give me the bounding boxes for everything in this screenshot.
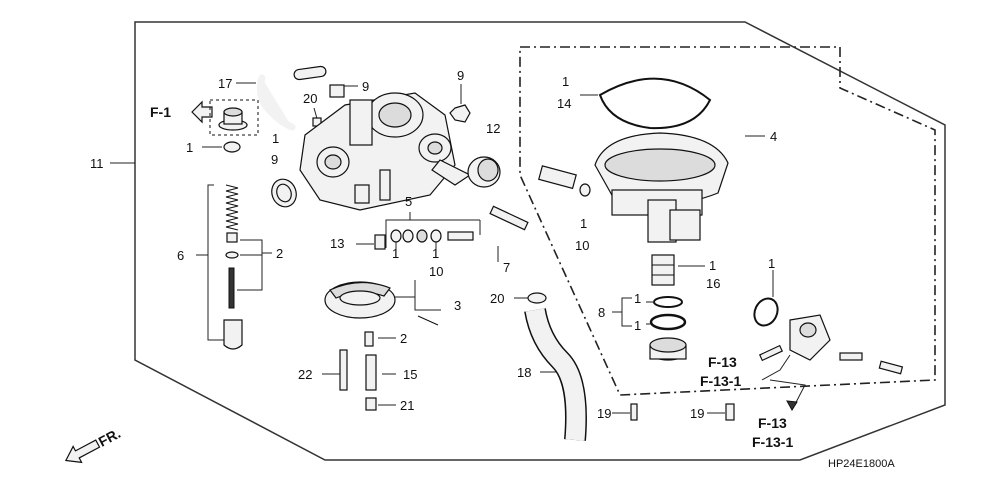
label-6: 6: [177, 248, 184, 263]
label-1-body: 1: [272, 131, 279, 146]
svg-text:1: 1: [392, 246, 399, 261]
drain-cap: [649, 337, 687, 361]
f1-arrow: F-1: [150, 100, 213, 124]
label-3: 3: [454, 298, 461, 313]
label-1-bowl: 1: [580, 216, 587, 231]
cap-seal: [223, 141, 241, 153]
label-1-or2: 1: [634, 318, 641, 333]
front-arrow: FR.: [64, 425, 123, 464]
main-jet: [364, 331, 374, 347]
screw-22: [339, 349, 348, 391]
float-chamber-frame: [519, 46, 936, 396]
label-2b: 2: [400, 331, 407, 346]
label-1-filter: 1: [709, 258, 716, 273]
vent-tube: [256, 74, 296, 131]
label-1-drain: 1: [768, 256, 775, 271]
assembly-frame: [134, 21, 946, 461]
label-4: 4: [770, 129, 777, 144]
label-19b: 19: [690, 406, 704, 421]
screw-7: [489, 205, 529, 231]
drain-tube: [524, 307, 587, 441]
ref-f13-1-b: F-13-1: [752, 434, 793, 450]
pilot-screw-kit: [390, 229, 474, 243]
clip-20b: [527, 292, 547, 304]
label-5: 5: [405, 194, 412, 209]
ref-f13-1-a: F-13-1: [700, 373, 741, 389]
label-20a: 20: [303, 91, 317, 106]
label-21: 21: [400, 398, 414, 413]
label-8: 8: [598, 305, 605, 320]
label-9b: 9: [457, 68, 464, 83]
label-18: 18: [517, 365, 531, 380]
carburetor-body: [299, 92, 472, 211]
label-11: 11: [90, 156, 104, 171]
choke-cap-group: [209, 99, 259, 136]
label-9-body: 9: [271, 152, 278, 167]
float: [324, 281, 396, 319]
bolt-19b: [725, 403, 735, 421]
plug-13: [374, 234, 386, 250]
jet-needle-assembly: [223, 184, 243, 350]
ref-f13-b: F-13: [758, 415, 787, 431]
label-10-bowl: 10: [575, 238, 589, 253]
bolt-19a: [630, 403, 638, 421]
needle-jet-15: [365, 354, 377, 391]
label-17: 17: [218, 76, 232, 91]
label-22: 22: [298, 367, 312, 382]
screw-21: [365, 397, 377, 411]
label-fr: FR.: [96, 425, 123, 450]
label-13: 13: [330, 236, 344, 251]
label-10-kit: 10: [429, 264, 443, 279]
gasket: [598, 77, 712, 130]
label-15: 15: [403, 367, 417, 382]
float-chamber-bowl: [594, 132, 729, 243]
label-14: 14: [557, 96, 571, 111]
o-ring-2: [649, 313, 687, 331]
clip: [329, 84, 345, 98]
label-1-gasket: 1: [562, 74, 569, 89]
label-1-kit: 1: [432, 246, 439, 261]
ref-f13-a: F-13: [708, 354, 737, 370]
o-ring-1: [653, 296, 683, 308]
drain-screw-assembly: [758, 314, 904, 375]
label-20b: 20: [490, 291, 504, 306]
nut: [449, 104, 471, 123]
label-9a: 9: [362, 79, 369, 94]
label-12: 12: [486, 121, 500, 136]
cap-12: [467, 156, 501, 188]
diagram-code: HP24E1800A: [828, 458, 895, 470]
label-2a: 2: [276, 246, 283, 261]
label-1-or1: 1: [634, 291, 641, 306]
bowl-screw: [538, 165, 577, 190]
label-7: 7: [503, 260, 510, 275]
label-16: 16: [706, 276, 720, 291]
filter: [651, 254, 675, 286]
short-tube: [293, 65, 327, 81]
ref-f1: F-1: [150, 104, 171, 120]
label-1a: 1: [186, 140, 193, 155]
drain-o-ring: [753, 297, 779, 327]
label-19a: 19: [597, 406, 611, 421]
